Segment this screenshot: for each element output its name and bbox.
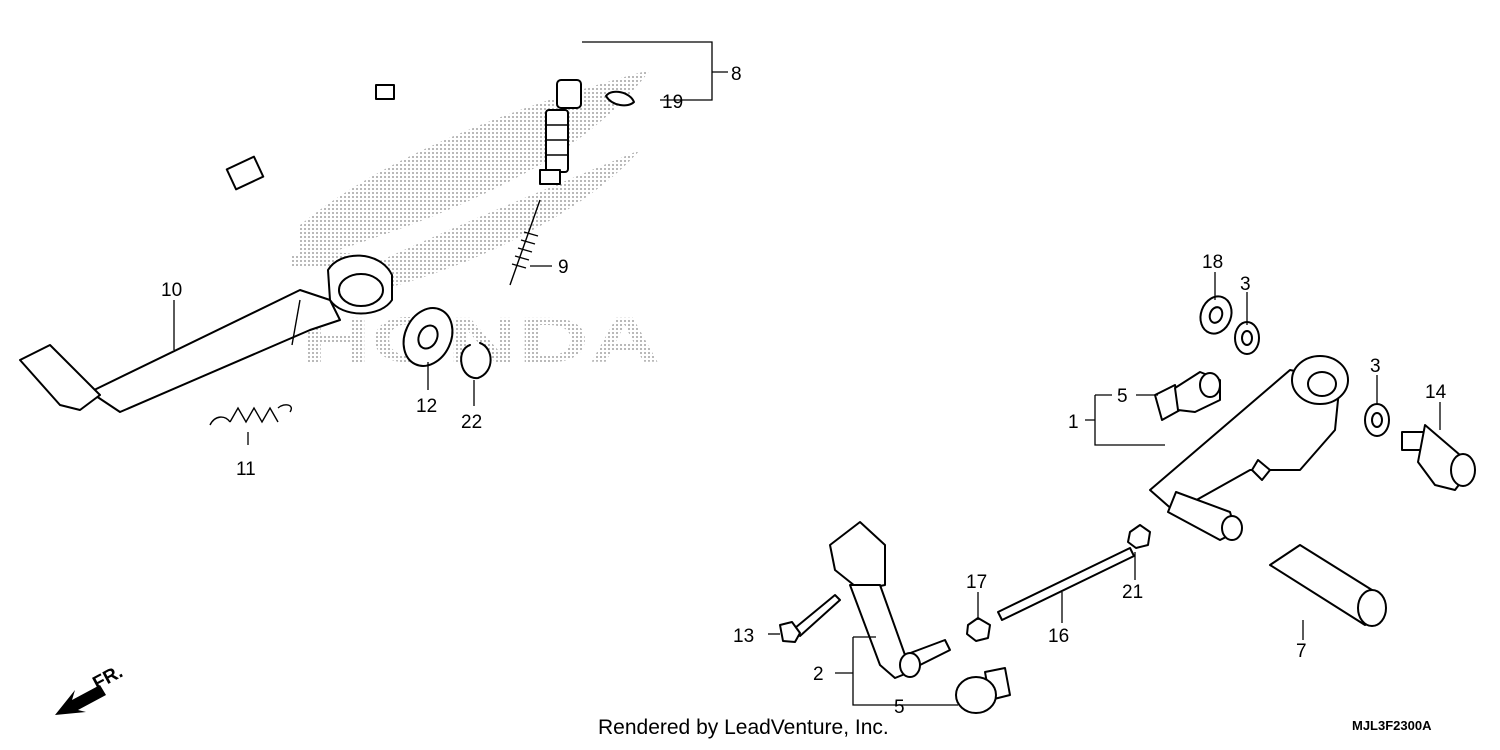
- callout-7: 7: [1296, 641, 1307, 662]
- diagram-code: MJL3F2300A: [1352, 718, 1432, 733]
- callout-12: 12: [416, 396, 437, 417]
- pivot-bolt-part: [1401, 424, 1476, 491]
- callout-18: 18: [1202, 252, 1223, 273]
- callout-labels: 1 2 3 3 5 5 7 8 9 10 11 12 13 14 16 17 1…: [161, 64, 1447, 718]
- return-spring-part: [209, 404, 292, 426]
- gearshift-lever-part: [829, 521, 951, 679]
- shift-arm-part: [1149, 355, 1349, 541]
- callout-19: 19: [662, 92, 683, 113]
- render-credit: Rendered by LeadVenture, Inc.: [598, 716, 889, 739]
- callout-2: 2: [813, 664, 824, 685]
- brake-switch-spring-part: [509, 199, 541, 286]
- callout-3b: 3: [1370, 356, 1381, 377]
- circlip-part: [460, 342, 492, 380]
- nut-part: [966, 524, 1151, 642]
- brake-pedal-part: [19, 254, 393, 413]
- callout-9: 9: [558, 257, 569, 278]
- callout-8: 8: [731, 64, 742, 85]
- callout-17: 17: [966, 572, 987, 593]
- shift-rod-part: [997, 547, 1135, 621]
- callout-11: 11: [236, 459, 256, 480]
- callout-3a: 3: [1240, 274, 1251, 295]
- callout-14: 14: [1425, 382, 1447, 403]
- callout-22: 22: [461, 412, 482, 433]
- callout-5a: 5: [1117, 386, 1128, 407]
- callout-5b: 5: [894, 697, 905, 718]
- switch-wire-harness-part: [225, 25, 584, 191]
- washer-18-part: [1199, 295, 1233, 335]
- leader-lines: [173, 41, 1441, 706]
- bolt-part: [779, 594, 841, 643]
- rubber-peg-part: [1269, 544, 1387, 627]
- callout-13: 13: [733, 626, 754, 647]
- callout-1: 1: [1068, 412, 1079, 433]
- rod-end-part: [955, 371, 1221, 714]
- callout-10: 10: [161, 280, 182, 301]
- clip-part: [605, 90, 635, 107]
- front-direction-arrow-icon: [55, 685, 106, 715]
- callout-21: 21: [1122, 582, 1143, 603]
- callout-16: 16: [1048, 626, 1069, 647]
- washer-part: [402, 307, 454, 367]
